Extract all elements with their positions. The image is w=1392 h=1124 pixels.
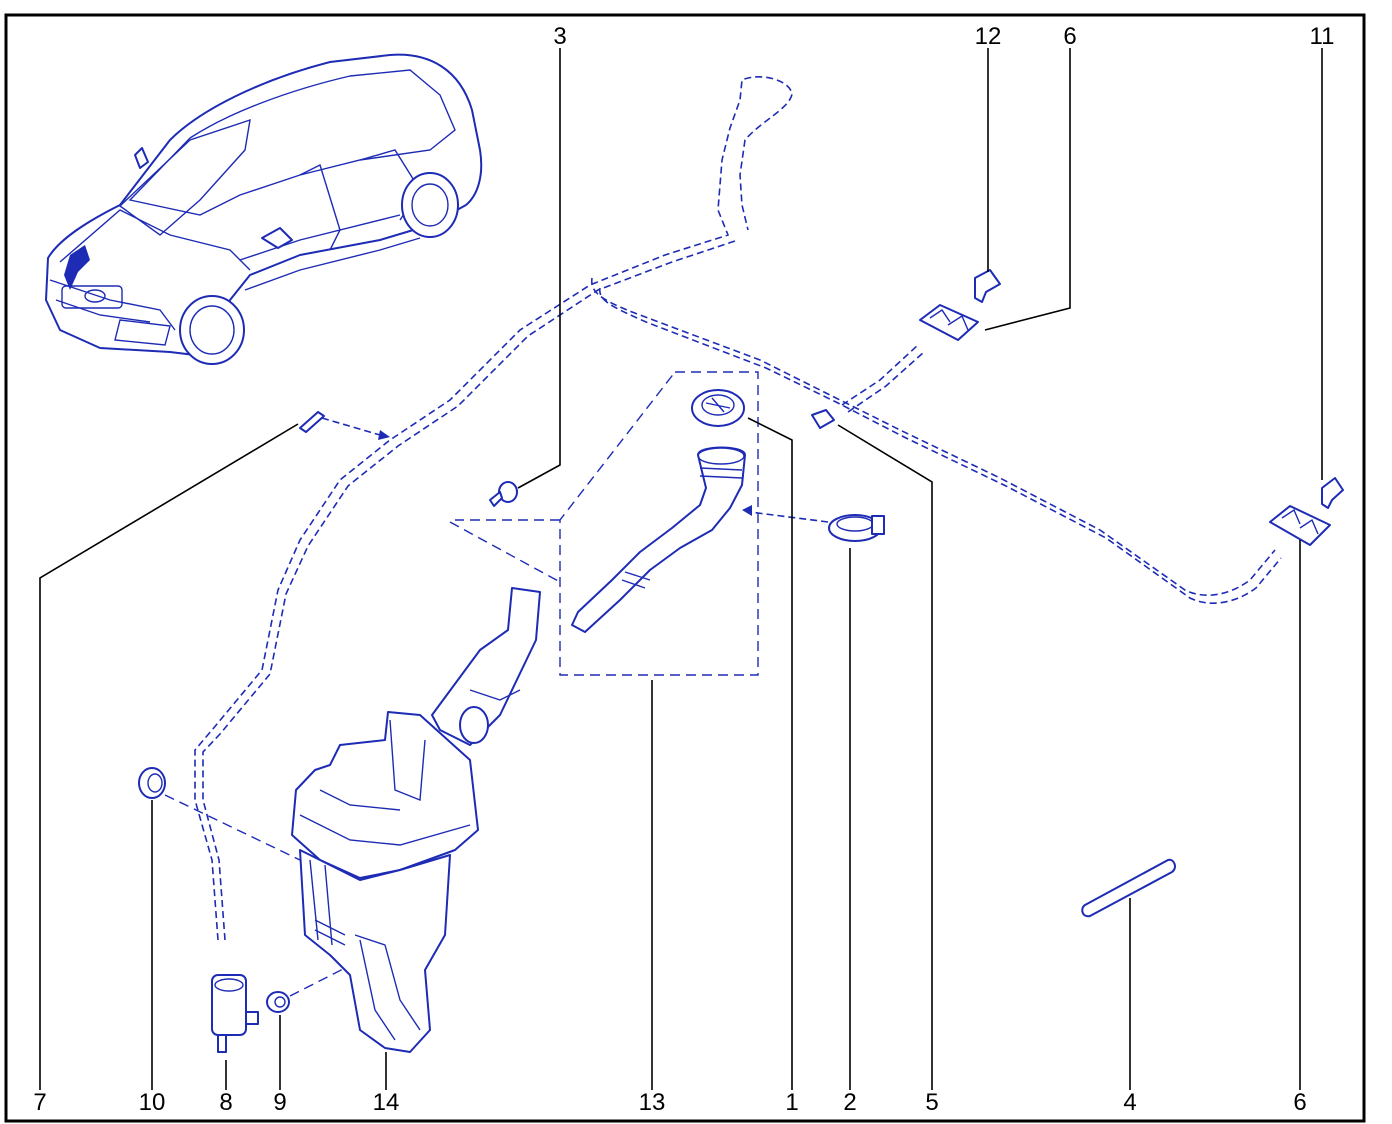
callout-14: 14 [373, 1089, 400, 1116]
part-11-washer-jet [1321, 477, 1344, 509]
washer-hoses [194, 76, 1282, 941]
part-5-hose-connector [811, 409, 835, 429]
part-10-grommet [138, 767, 301, 861]
callout-4: 4 [1123, 1089, 1136, 1116]
callout-7: 7 [33, 1089, 46, 1116]
part-7-hose-connector [299, 411, 390, 440]
callout-2: 2 [843, 1089, 856, 1116]
part-8-washer-pump [211, 974, 259, 1053]
callout-13: 13 [639, 1089, 666, 1116]
callout-8: 8 [219, 1089, 232, 1116]
part-6-jet-bracket-upper [919, 304, 979, 341]
callout-5: 5 [925, 1089, 938, 1116]
callout-6-top: 6 [1063, 23, 1076, 50]
callout-12: 12 [975, 23, 1002, 50]
callout-11: 11 [1310, 23, 1335, 50]
callout-9: 9 [273, 1089, 286, 1116]
callout-3: 3 [553, 23, 566, 50]
filler-neck-pipe [571, 446, 746, 633]
vehicle-illustration [45, 53, 483, 365]
part-6-jet-bracket-lower [1269, 505, 1331, 546]
callout-numbers: 3 12 6 11 7 10 8 9 14 13 1 2 5 4 6 [33, 23, 1334, 1116]
part-9-pump-seal [266, 967, 346, 1013]
callout-1: 1 [785, 1089, 798, 1116]
callout-6-bottom: 6 [1293, 1089, 1306, 1116]
part-1-filler-cap [691, 389, 745, 427]
callout-10: 10 [139, 1089, 166, 1116]
part-14-washer-reservoir [291, 587, 541, 1053]
part-13-filler-neck-assembly [449, 371, 759, 676]
diagram-frame [4, 13, 1366, 1123]
leader-lines [39, 48, 1323, 1090]
part-3-clip [489, 481, 518, 507]
part-2-hose-clamp [742, 505, 885, 542]
part-12-washer-jet [974, 269, 1001, 303]
part-4-hose-section [1081, 858, 1176, 918]
